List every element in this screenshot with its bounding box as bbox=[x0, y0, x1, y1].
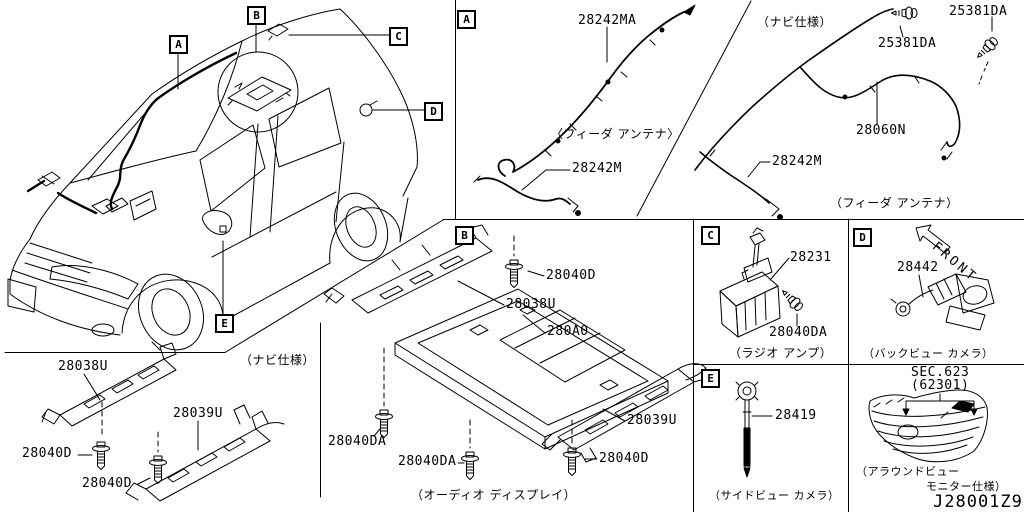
panel-box-e: E bbox=[701, 369, 720, 388]
caption-navi-spec-top: （ナビ仕様） bbox=[757, 15, 833, 29]
part-label-28040d-lower-lower: 28040D bbox=[82, 476, 132, 491]
caption-navi-spec-lower: （ナビ仕様） bbox=[240, 353, 316, 367]
upper-bracket-28038u bbox=[323, 224, 493, 314]
panel-box-c: C bbox=[701, 226, 720, 245]
panel-box-a: A bbox=[457, 10, 476, 29]
part-label-28419: 28419 bbox=[775, 408, 817, 423]
part-label-28038u-b: 28038U bbox=[506, 297, 556, 312]
part-label-28242m-a: 28242M bbox=[572, 161, 622, 176]
part-label-28040d-upper-lower: 28040D bbox=[22, 446, 72, 461]
part-label-28039u-lower: 28039U bbox=[173, 406, 223, 421]
part-label-28231: 28231 bbox=[790, 250, 832, 265]
part-label-28040d-bottom: 28040D bbox=[599, 451, 649, 466]
callout-box-e: E bbox=[215, 314, 234, 333]
front-arrow-icon bbox=[915, 224, 951, 254]
panel-a-art bbox=[473, 4, 696, 216]
part-label-28242ma: 28242MA bbox=[578, 13, 637, 28]
callout-box-d: D bbox=[424, 102, 443, 121]
part-label-28038u-lower: 28038U bbox=[58, 359, 108, 374]
panel-d-art bbox=[890, 224, 995, 331]
vehicle-illustration bbox=[7, 8, 425, 351]
callout-box-c: C bbox=[389, 27, 408, 46]
part-label-28040da-c: 28040DA bbox=[769, 325, 828, 340]
caption-feeder-antenna-a: 〈フィーダ アンテナ〉 bbox=[551, 127, 680, 141]
panel-e-art bbox=[735, 381, 773, 478]
callout-box-b: B bbox=[247, 6, 266, 25]
panel-grille-art bbox=[868, 389, 988, 463]
bracket-28038u bbox=[41, 341, 177, 427]
drawing-code: J28001Z9 bbox=[933, 492, 1023, 512]
part-label-28040da-bottom: 28040DA bbox=[398, 454, 457, 469]
roof-antenna-cable bbox=[26, 51, 238, 215]
panel-nav-lower-art bbox=[41, 341, 285, 502]
panel-box-b: B bbox=[455, 226, 474, 245]
bracket-28039u bbox=[125, 404, 285, 502]
part-label-28060n: 28060N bbox=[856, 123, 906, 138]
caption-around-view-line2: モニター仕様） bbox=[926, 480, 1007, 493]
part-label-25381da-right: 25381DA bbox=[949, 4, 1008, 19]
bracket-inset-circle bbox=[217, 51, 299, 133]
part-label-28242m-nav: 28242M bbox=[772, 154, 822, 169]
caption-audio-display: （オーディオ ディスプレイ） bbox=[411, 488, 577, 502]
panel-box-d: D bbox=[853, 228, 872, 247]
caption-radio-amp: （ラジオ アンプ） bbox=[729, 346, 833, 360]
callout-box-a: A bbox=[169, 35, 188, 54]
sec-sub-label: (62301) bbox=[911, 378, 970, 393]
side-mirror bbox=[202, 210, 233, 235]
panel-nav-art bbox=[694, 6, 1001, 220]
vehicle-callout-leaders bbox=[177, 22, 425, 315]
part-label-28040d-top: 28040D bbox=[546, 268, 596, 283]
caption-side-view-camera: （サイドビュー カメラ） bbox=[709, 489, 840, 502]
part-label-280a0: 280A0 bbox=[547, 324, 589, 339]
panel-dividers bbox=[4, 0, 1024, 512]
part-label-28039u-b: 28039U bbox=[627, 413, 677, 428]
caption-around-view-line1: （アラウンドビュー bbox=[856, 465, 960, 478]
part-label-28442: 28442 bbox=[897, 260, 939, 275]
panel-b-art bbox=[323, 224, 709, 480]
part-label-28040da-left: 28040DA bbox=[328, 434, 387, 449]
panel-c-art bbox=[719, 227, 806, 338]
caption-feeder-antenna-nav: （フィーダ アンテナ） bbox=[830, 196, 959, 210]
part-label-25381da-upper: 25381DA bbox=[878, 36, 937, 51]
caption-back-view-camera: （バックビュー カメラ） bbox=[863, 347, 994, 360]
sec-ref-label: SEC.623 bbox=[911, 365, 970, 380]
